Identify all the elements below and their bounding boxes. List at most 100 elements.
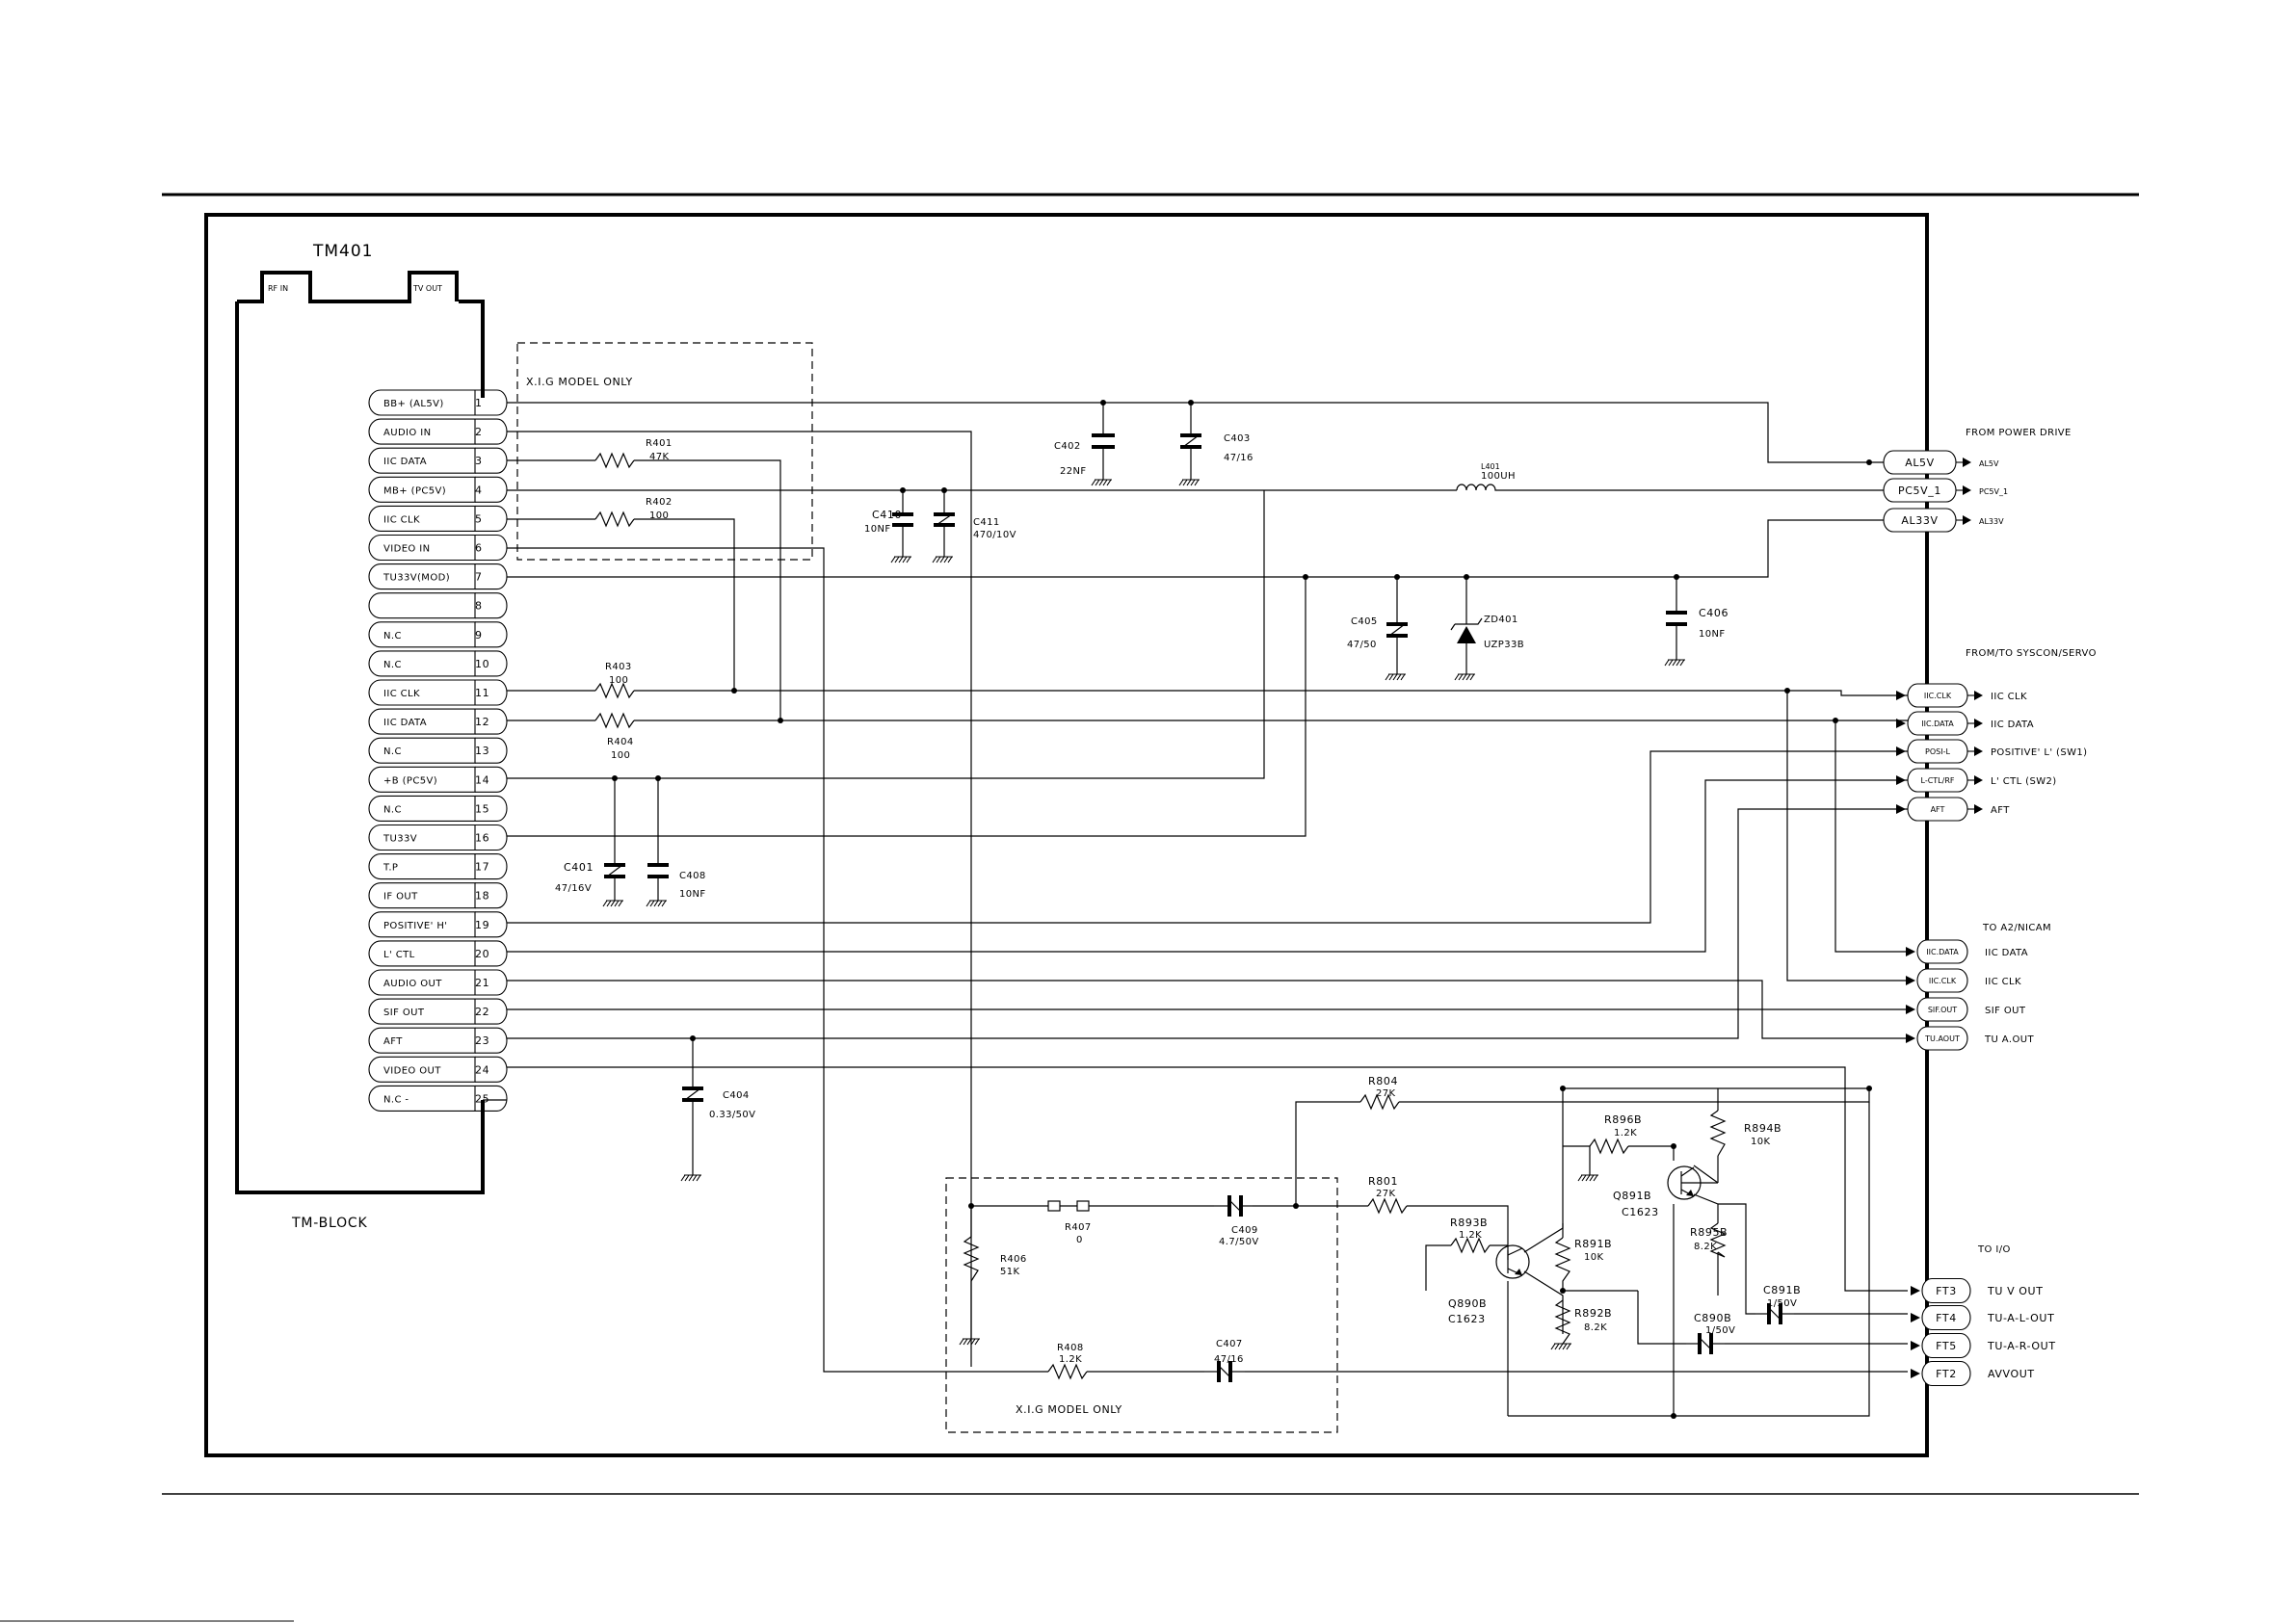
c407-ref: C407 (1216, 1339, 1243, 1349)
pin-number: 6 (475, 542, 483, 555)
connector-body (1916, 939, 1968, 964)
r801-symbol (1367, 1197, 1408, 1215)
r895b-symbol (1709, 1222, 1727, 1258)
arrow-icon (1963, 485, 1971, 495)
xig-bottom-label: X.I.G MODEL ONLY (1016, 1403, 1122, 1416)
arrow-icon (1963, 515, 1971, 525)
pin-label: BB+ (AL5V) (383, 399, 444, 409)
pin-number-box (475, 969, 508, 996)
module-name: TM401 (312, 242, 374, 261)
r892b-value: 8.2K (1584, 1322, 1607, 1333)
xig-bottom-region (945, 1177, 1338, 1433)
r404-value: 100 (611, 750, 630, 761)
module-pin: POSITIVE' H'19 (368, 911, 508, 938)
c408-symbol (647, 857, 669, 901)
r403-value: 100 (609, 675, 628, 686)
r891b-value: 10K (1584, 1252, 1604, 1263)
pin-label: N.C (383, 660, 402, 670)
pin-label: VIDEO OUT (383, 1065, 441, 1076)
pin-outline (368, 476, 476, 503)
ground-icon (1454, 673, 1475, 681)
pin-label: VIDEO IN (383, 544, 431, 555)
c401-value: 47/16V (555, 883, 592, 894)
arrow-icon (1974, 804, 1983, 814)
connector-tag: FT4 (1936, 1312, 1957, 1324)
connector-tag: IIC.DATA (1921, 720, 1954, 728)
c411-ref: C411 (973, 517, 1000, 528)
pin-outline (368, 969, 476, 996)
connector-signal: IIC CLK (1985, 977, 2021, 987)
pin-number: 18 (475, 890, 489, 903)
pin-label: T.P (383, 863, 398, 874)
module-pin: MB+ (PC5V)4 (368, 476, 508, 503)
c410-value: 10NF (864, 524, 891, 535)
xig-top-label: X.I.G MODEL ONLY (526, 376, 633, 388)
r403-ref: R403 (605, 662, 632, 672)
connector-signal: AFT (1991, 805, 2010, 816)
q890b-value: C1623 (1448, 1313, 1486, 1325)
connector-signal: PC5V_1 (1979, 487, 2008, 496)
r408-ref: R408 (1057, 1343, 1084, 1353)
r401-ref: R401 (646, 438, 673, 449)
connector-tag: IIC.CLK (1924, 692, 1952, 700)
zd401-ref: ZD401 (1484, 615, 1518, 625)
pin-number: 25 (475, 1092, 489, 1105)
r801-value: 27K (1376, 1189, 1396, 1199)
connector-body (1883, 508, 1957, 533)
r407-ref: R407 (1065, 1222, 1092, 1233)
c891b-ref: C891B (1763, 1284, 1801, 1296)
pin-number: 13 (475, 745, 489, 757)
q891b-value: C1623 (1622, 1206, 1659, 1218)
connector-tag: L-CTL/RF (1921, 776, 1955, 785)
r893b-ref: R893B (1450, 1217, 1488, 1229)
pin-label: TU33V (383, 834, 417, 845)
pin-number: 23 (475, 1034, 489, 1047)
r894b-symbol (1709, 1110, 1727, 1157)
connector-signal: TU A.OUT (1984, 1034, 2034, 1045)
pin-number: 11 (475, 687, 489, 699)
pin-number: 1 (475, 397, 483, 409)
connector-body (1907, 739, 1968, 764)
arrow-icon (1974, 746, 1983, 756)
pin-outline (368, 679, 476, 706)
pin-number: 16 (475, 832, 489, 845)
connector-tag: SIF.OUT (1928, 1006, 1957, 1014)
pin-number: 24 (475, 1063, 489, 1076)
c890b-value: 1/50V (1705, 1325, 1735, 1336)
pin-number-box (475, 1056, 508, 1083)
arrow-icon (1974, 775, 1983, 785)
c405-symbol (1386, 616, 1408, 674)
xig-top-region (516, 342, 813, 561)
capacitors (604, 424, 1794, 1382)
connector-signal: IIC DATA (1991, 720, 2034, 730)
pin-number-box (475, 650, 508, 677)
connector-signal: TU-A-R-OUT (1987, 1340, 2056, 1352)
r406-ref: R406 (1000, 1254, 1027, 1265)
q890b-ref: Q890B (1448, 1297, 1487, 1310)
r408-symbol (1047, 1363, 1088, 1380)
l401-ref: L401 (1481, 462, 1500, 471)
pin-outline (368, 650, 476, 677)
connector-body (1916, 968, 1968, 993)
pin-number-box (475, 737, 508, 764)
r893b-value: 1.2K (1459, 1230, 1482, 1241)
connector-signal: IIC CLK (1991, 692, 2027, 702)
r402-ref: R402 (646, 497, 673, 508)
r402-symbol (594, 510, 635, 528)
c404-symbol (682, 1081, 703, 1175)
pin-outline (368, 563, 476, 590)
r404-ref: R404 (607, 737, 634, 747)
connector-signal: AVVOUT (1988, 1368, 2035, 1380)
ground-icon (602, 900, 623, 907)
